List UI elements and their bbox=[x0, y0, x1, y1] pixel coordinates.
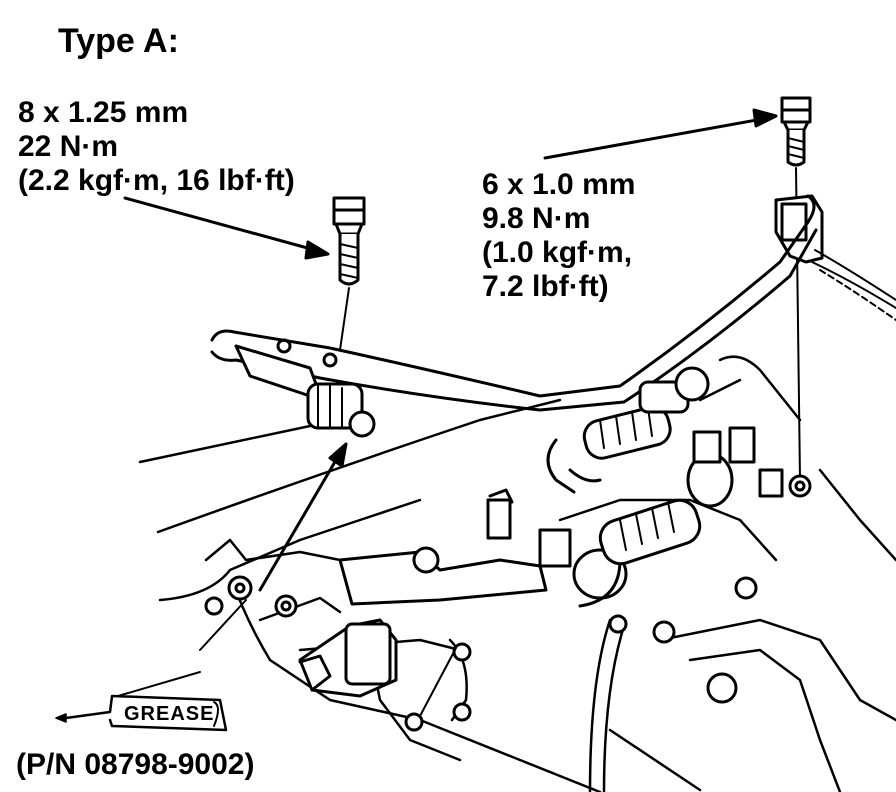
shift-cable bbox=[210, 194, 816, 398]
left-bolt-spec: 8 x 1.25 mm 22 N·m (2.2 kgf·m, 16 lbf·ft… bbox=[18, 96, 295, 198]
right-bolt bbox=[780, 96, 812, 167]
shift-lever-assembly bbox=[338, 366, 812, 792]
right-bolt-size: 6 x 1.0 mm bbox=[482, 168, 636, 201]
left-bolt-size: 8 x 1.25 mm bbox=[18, 96, 189, 129]
left-bolt-axis bbox=[339, 287, 350, 351]
diagram-title: Type A: bbox=[58, 22, 179, 60]
left-bolt bbox=[332, 196, 366, 286]
cable-end-left bbox=[234, 338, 376, 438]
left-bolt-torque: 22 N·m bbox=[18, 130, 119, 163]
right-bolt-leader bbox=[543, 116, 770, 160]
cable-bracket bbox=[774, 194, 896, 321]
right-bolt-spec: 6 x 1.0 mm 9.8 N·m (1.0 kgf·m, 7.2 lbf·f… bbox=[482, 168, 635, 304]
case-bolt-holes bbox=[204, 575, 758, 704]
left-bolt-leader bbox=[123, 196, 324, 254]
grease-leader bbox=[258, 458, 338, 592]
grease-label: GREASE bbox=[124, 703, 215, 725]
mount-bracket bbox=[298, 618, 472, 732]
grease-tube bbox=[55, 671, 228, 732]
right-bolt-torque-alt-1: (1.0 kgf·m, bbox=[482, 236, 633, 269]
right-bolt-torque: 9.8 N·m bbox=[482, 202, 591, 235]
left-bolt-leader-arrow bbox=[304, 240, 330, 260]
left-bolt-torque-alt: (2.2 kgf·m, 16 lbf·ft) bbox=[18, 164, 295, 197]
right-bolt-torque-alt-2: 7.2 lbf·ft) bbox=[482, 270, 609, 303]
grease-part-number: (P/N 08798-9002) bbox=[16, 748, 255, 781]
right-bolt-leader-arrow bbox=[752, 108, 778, 128]
grease-leader-arrow bbox=[328, 442, 348, 468]
